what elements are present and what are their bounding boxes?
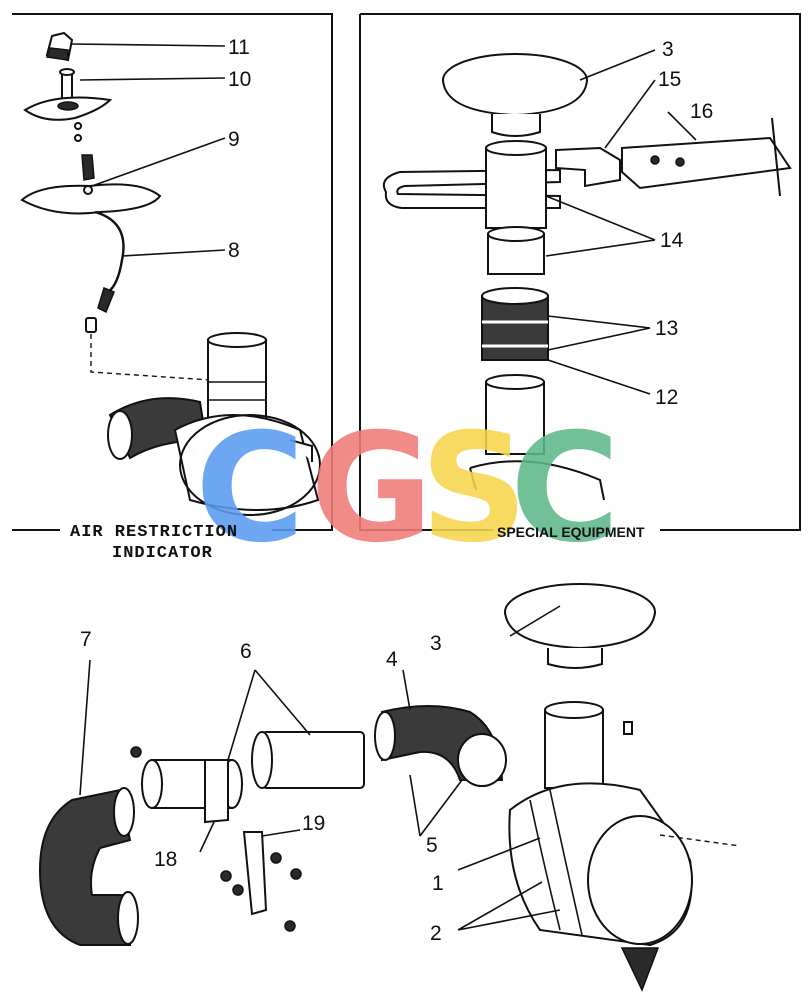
callout-19: 19 — [302, 812, 325, 835]
elbow-hose-part — [38, 787, 139, 946]
callout-4: 4 — [386, 648, 398, 671]
elbow-4-part — [374, 705, 507, 787]
callout-9: 9 — [228, 128, 240, 151]
callout-10: 10 — [228, 68, 251, 91]
callout-15: 15 — [658, 68, 681, 91]
air-cleaner-left-part — [107, 332, 321, 516]
callout-6: 6 — [240, 640, 252, 663]
callout-5: 5 — [426, 834, 438, 857]
precleaner-cap-bottom-part — [504, 583, 656, 669]
callout-16: 16 — [690, 100, 713, 123]
watermark-letter-1: G — [310, 402, 433, 576]
right-panel-frame — [359, 13, 801, 531]
callout-2: 2 — [430, 922, 442, 945]
hardware-19-part — [130, 746, 302, 932]
caption-indicator: INDICATOR — [112, 544, 213, 563]
hose-line-part — [85, 210, 125, 333]
callout-12: 12 — [655, 386, 678, 409]
indicator-dashed-line — [90, 334, 211, 381]
air-cleaner-main-part — [508, 701, 741, 992]
watermark-letter-3: C — [510, 402, 620, 576]
left-panel-frame — [12, 13, 333, 531]
clamp-bands-part — [481, 287, 549, 361]
indicator-cap-part — [45, 31, 74, 62]
callout-1: 1 — [432, 872, 444, 895]
callout-3-bottom: 3 — [430, 632, 442, 655]
callout-14: 14 — [660, 229, 684, 252]
caption-air-restriction: AIR RESTRICTION — [70, 523, 238, 542]
support-bracket-part — [621, 117, 792, 197]
watermark-letter-2: S — [420, 402, 528, 576]
callout-8: 8 — [228, 239, 240, 262]
callout-7: 7 — [80, 628, 92, 651]
callout-11: 11 — [228, 36, 250, 59]
cgsc-watermark: C G S C — [195, 402, 620, 576]
caption-special-equipment: SPECIAL EQUIPMENT — [497, 524, 645, 540]
air-cleaner-right-part — [469, 374, 605, 501]
indicator-stem-part — [23, 68, 113, 142]
precleaner-cap-top-part — [442, 53, 588, 137]
watermark-letter-0: C — [195, 402, 305, 576]
callout-13: 13 — [655, 317, 678, 340]
mounting-bracket-part — [20, 154, 162, 215]
intake-tube-part — [141, 731, 365, 824]
leader-lines — [71, 43, 697, 931]
extension-tubes-part — [485, 140, 547, 275]
callout-18: 18 — [154, 848, 177, 871]
callout-3-top: 3 — [662, 38, 674, 61]
